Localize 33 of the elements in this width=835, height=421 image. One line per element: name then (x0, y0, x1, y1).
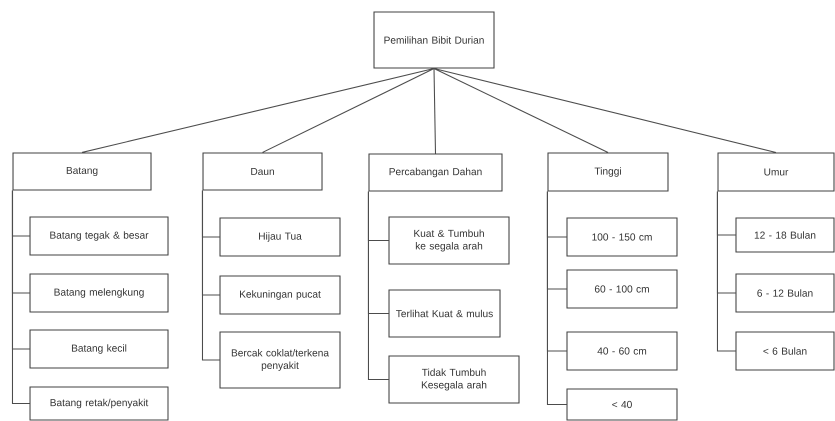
item-box: Bercak coklat/terkena penyakit (219, 331, 341, 389)
item-box: 40 - 60 cm (566, 331, 678, 371)
item-box: Terlihat Kuat & mulus (388, 289, 501, 338)
connector-line (202, 190, 220, 361)
category-box: Percabangan Dahan (368, 153, 503, 192)
connector-line (433, 68, 436, 154)
item-box: Kekuningan pucat (219, 275, 341, 315)
connector-line (546, 192, 566, 406)
item-box: 60 - 100 cm (566, 269, 678, 309)
connector-line (716, 192, 736, 352)
item-box: 6 - 12 Bulan (735, 273, 835, 313)
item-box: Batang tegak & besar (29, 216, 169, 256)
item-box: Hijau Tua (219, 217, 341, 257)
item-box: Batang melengkung (29, 273, 169, 313)
item-box: Kuat & Tumbuh ke segala arah (388, 216, 510, 265)
connector-line (262, 68, 434, 153)
item-box: < 6 Bulan (735, 331, 835, 371)
connector-line (82, 68, 434, 153)
item-box: 100 - 150 cm (566, 217, 678, 257)
item-box: Tidak Tumbuh Kesegala arah (388, 355, 520, 404)
root-box: Pemilihan Bibit Durian (373, 11, 495, 69)
category-box: Umur (717, 152, 835, 192)
item-box: Batang kecil (29, 329, 169, 369)
category-box: Daun (202, 152, 323, 191)
connector-line (368, 192, 388, 380)
category-box: Tinggi (547, 152, 669, 192)
connector-line (12, 190, 30, 404)
connector-line (434, 68, 608, 153)
item-box: < 40 (566, 388, 678, 421)
category-box: Batang (12, 152, 152, 191)
item-box: 12 - 18 Bulan (735, 217, 835, 253)
item-box: Batang retak/penyakit (29, 386, 169, 421)
connector-line (434, 68, 776, 153)
